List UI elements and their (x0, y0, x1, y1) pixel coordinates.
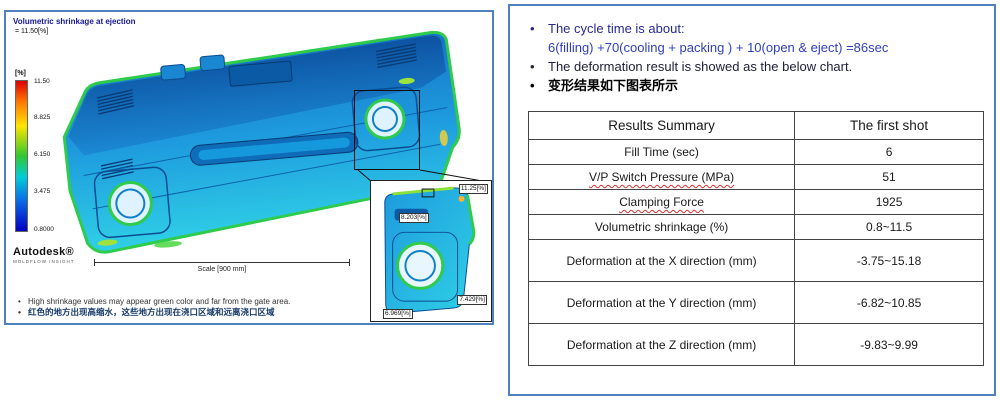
legend-tick-label: 3.475 (34, 188, 51, 195)
table-row: Fill Time (sec) 6 (527, 139, 984, 165)
value-cell: 0.8~11.5 (794, 214, 984, 240)
moldflow-result-panel: Volumetric shrinkage at ejection = 11.50… (4, 10, 494, 325)
value-cell: -6.82~10.85 (794, 281, 984, 324)
scale-line (94, 259, 350, 266)
legend-tick-label: 6.150 (34, 151, 51, 158)
metric-cell: Volumetric shrinkage (%) (527, 214, 796, 240)
table-header-first-shot: The first shot (794, 111, 984, 140)
scale-bar: Scale [900 mm] (94, 259, 350, 273)
value-cell: -9.83~9.99 (794, 323, 984, 366)
legend-tick-label: 0.8000 (34, 226, 54, 233)
probe-label: 11.25[%] (458, 184, 488, 194)
legend-tick-label: 8.825 (34, 114, 51, 121)
value-cell: 1925 (794, 189, 984, 215)
table-row: Deformation at the Z direction (mm) -9.8… (527, 323, 984, 366)
color-legend: [%] 11.50 8.825 6.150 3.475 0.8000 (15, 70, 54, 233)
bullet-shrinkage-note-en: High shrinkage values may appear green c… (14, 296, 364, 307)
summary-panel: The cycle time is about: 6(filling) +70(… (508, 4, 996, 396)
table-row: V/P Switch Pressure (MPa) 51 (527, 164, 984, 190)
table-row: Volumetric shrinkage (%) 0.8~11.5 (527, 214, 984, 240)
value-cell: 51 (794, 164, 984, 190)
value-cell: -3.75~15.18 (794, 239, 984, 282)
table-row: Deformation at the X direction (mm) -3.7… (527, 239, 984, 282)
table-header-results-summary: Results Summary (527, 111, 796, 140)
table-row: Deformation at the Y direction (mm) -6.8… (527, 281, 984, 324)
metric-cell: Deformation at the Y direction (mm) (527, 281, 796, 324)
table-header-row: Results Summary The first shot (527, 111, 984, 140)
bullet-cycle-time: The cycle time is about: (522, 19, 984, 38)
zoom-inset: 11.25[%] 8.203[%] 7.429[%] 6.969[%] (370, 180, 492, 322)
probe-label: 7.429[%] (457, 295, 487, 305)
metric-cell: Clamping Force (527, 189, 796, 215)
probe-label: 8.203[%] (399, 213, 429, 223)
cycle-time-formula: 6(filling) +70(cooling + packing ) + 10(… (548, 40, 889, 55)
plot-title: Volumetric shrinkage at ejection (13, 17, 136, 26)
legend-unit-label: [%] (15, 70, 26, 77)
legend-gradient-bar (15, 80, 28, 232)
bullet-deformation-result-cn: 变形结果如下图表所示 (522, 76, 984, 95)
table-row: Clamping Force 1925 (527, 189, 984, 215)
left-notes: High shrinkage values may appear green c… (14, 296, 364, 318)
bullet-shrinkage-note-cn: 红色的地方出现高缩水，这些地方出现在浇口区域和远离浇口区域 (14, 307, 364, 318)
results-table: Results Summary The first shot Fill Time… (527, 111, 984, 366)
metric-cell: Deformation at the X direction (mm) (527, 239, 796, 282)
value-cell: 6 (794, 139, 984, 165)
autodesk-logo-subtext: MOLDFLOW INSIGHT (13, 259, 75, 264)
probe-max-value: = 11.50[%] (15, 28, 49, 35)
autodesk-logo: Autodesk® MOLDFLOW INSIGHT (13, 246, 75, 264)
metric-cell: Fill Time (sec) (527, 139, 796, 165)
metric-cell: Deformation at the Z direction (mm) (527, 323, 796, 366)
scale-label: Scale [900 mm] (197, 266, 247, 273)
metric-cell: V/P Switch Pressure (MPa) (527, 164, 796, 190)
plot-title-block: Volumetric shrinkage at ejection = 11.50… (13, 17, 136, 35)
probe-label: 6.969[%] (383, 309, 413, 319)
legend-tick-label: 11.50 (34, 78, 50, 85)
model-3d-view (62, 30, 461, 254)
bullet-deformation-result: The deformation result is showed as the … (522, 57, 984, 76)
callout-rectangle (354, 90, 420, 170)
autodesk-logo-text: Autodesk® (13, 246, 74, 258)
